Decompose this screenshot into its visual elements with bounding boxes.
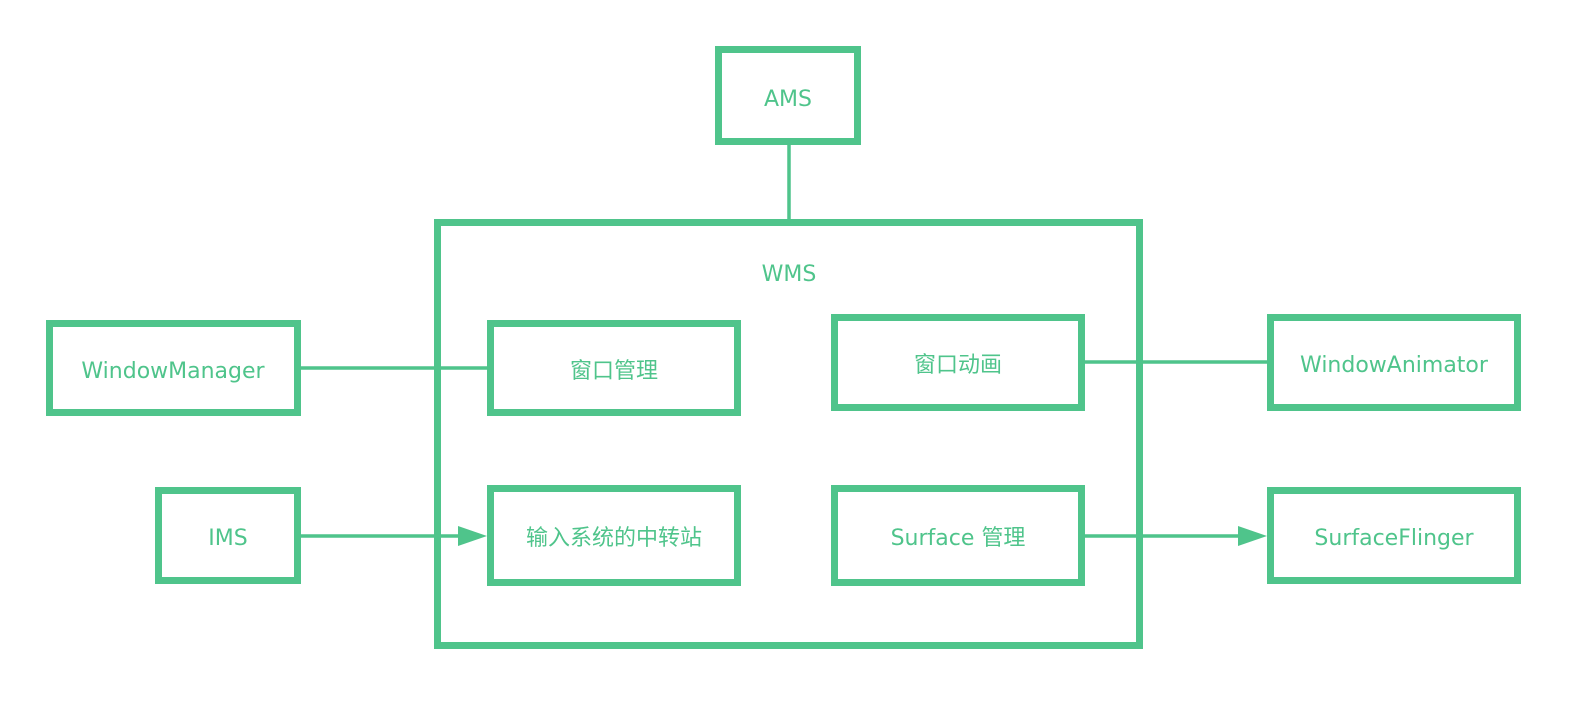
node-surface-management-label: Surface 管理 [891,526,1026,551]
node-window-management: 窗口管理 [487,320,741,416]
node-surface-management: Surface 管理 [831,485,1085,586]
node-window-animator: WindowAnimator [1267,314,1521,411]
node-input-relay-label: 输入系统的中转站 [526,526,702,551]
node-window-management-label: 窗口管理 [570,359,658,384]
node-window-manager-label: WindowManager [81,359,265,384]
surfaceflinger-arrowhead-icon [1238,526,1267,546]
node-ims: IMS [155,487,301,584]
node-surface-flinger: SurfaceFlinger [1267,487,1521,584]
node-input-relay: 输入系统的中转站 [487,485,741,586]
ims-arrowhead-icon [458,526,487,546]
node-window-animation-label: 窗口动画 [914,353,1002,378]
wms-label: WMS [762,262,817,287]
node-ams: AMS [715,46,861,145]
node-window-animation: 窗口动画 [831,314,1085,411]
node-window-manager: WindowManager [46,320,301,416]
node-window-animator-label: WindowAnimator [1300,353,1489,378]
node-ams-label: AMS [764,87,812,112]
node-ims-label: IMS [208,526,247,551]
node-surface-flinger-label: SurfaceFlinger [1314,526,1474,551]
